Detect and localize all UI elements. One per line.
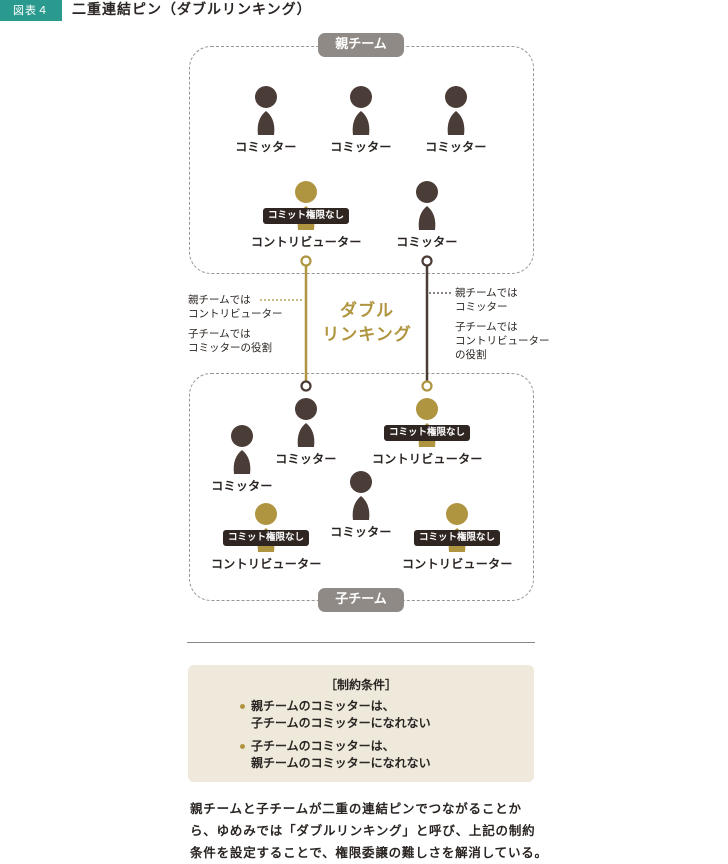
child-member-contributor: コミット権限なし コントリビューター — [402, 503, 512, 572]
child-member-committer: コミッター — [306, 471, 416, 540]
child-team-label: 子チーム — [318, 588, 404, 612]
constraint-line: 子チームのコミッターは、 — [251, 739, 395, 753]
committer-person-icon — [231, 425, 253, 474]
no-commit-permission-badge: コミット権限なし — [413, 530, 501, 546]
caption-line: 条件を設定することで、権限委譲の難しさを解消している。 — [190, 845, 548, 860]
member-role-label: コミッター — [330, 140, 392, 154]
parent-member-committer: コミッター — [306, 86, 416, 155]
committer-person-icon — [445, 86, 467, 135]
no-commit-permission-badge: コミット権限なし — [383, 425, 471, 441]
note-line: 親チームでは — [188, 294, 251, 306]
committer-person-icon — [350, 86, 372, 135]
figure-number-tag: 図表４ — [0, 0, 62, 21]
constraint-item: 親チームのコミッターは、 子チームのコミッターになれない — [240, 698, 431, 732]
no-commit-permission-badge: コミット権限なし — [222, 530, 310, 546]
note-line: 親チームでは — [455, 287, 518, 299]
constraints-panel: ［制約条件］ 親チームのコミッターは、 子チームのコミッターになれない 子チーム… — [188, 665, 534, 782]
constraint-line: 子チームのコミッターになれない — [251, 716, 431, 730]
note-line: コミッター — [455, 301, 508, 313]
member-role-label: コミッター — [330, 525, 392, 539]
note-line: 子チームでは — [455, 321, 518, 333]
note-line: コントリビューター — [455, 335, 550, 347]
parent-member-committer: コミッター — [372, 181, 482, 250]
figure-caption: 親チームと子チームが二重の連結ピンでつながることか ら、ゆめみでは「ダブルリンキ… — [190, 798, 550, 864]
member-role-label: コントリビューター — [402, 557, 513, 571]
note-line: の役割 — [455, 349, 487, 361]
double-linking-line1: ダブル — [340, 301, 394, 321]
constraints-title: ［制約条件］ — [324, 678, 397, 692]
member-role-label: コミッター — [425, 140, 487, 154]
child-member-contributor: コミット権限なし コントリビューター — [372, 398, 482, 467]
constraint-line: 親チームのコミッターは、 — [251, 699, 395, 713]
note-line: コミッターの役割 — [188, 342, 272, 354]
member-role-label: コミッター — [396, 235, 458, 249]
bullet-dot-icon — [240, 704, 245, 709]
double-linking-line2: リンキング — [322, 325, 412, 345]
section-divider — [187, 642, 535, 643]
constraint-line: 親チームのコミッターになれない — [251, 756, 431, 770]
bullet-dot-icon — [240, 744, 245, 749]
committer-person-icon — [416, 181, 438, 230]
member-role-label: コントリビューター — [211, 557, 322, 571]
parent-team-label: 親チーム — [318, 33, 404, 57]
double-linking-label: ダブル リンキング — [307, 299, 427, 347]
constraint-item: 子チームのコミッターは、 親チームのコミッターになれない — [240, 738, 431, 772]
committer-person-icon — [295, 398, 317, 447]
child-member-committer: コミッター — [251, 398, 361, 467]
note-line: コントリビューター — [188, 308, 283, 320]
note-line: 子チームでは — [188, 328, 251, 340]
child-member-contributor: コミット権限なし コントリビューター — [211, 503, 321, 572]
member-role-label: コントリビューター — [251, 235, 362, 249]
member-role-label: コントリビューター — [372, 452, 483, 466]
parent-member-contributor: コミット権限なし コントリビューター — [251, 181, 361, 250]
caption-line: 親チームと子チームが二重の連結ピンでつながることか — [190, 801, 522, 816]
right-role-note: 親チームでは コミッター 子チームでは コントリビューター の役割 — [455, 286, 550, 362]
committer-person-icon — [350, 471, 372, 520]
parent-member-committer: コミッター — [211, 86, 321, 155]
no-commit-permission-badge: コミット権限なし — [262, 208, 350, 224]
child-member-committer: コミッター — [187, 425, 297, 494]
figure-title: 二重連結ピン（ダブルリンキング） — [72, 2, 312, 18]
member-role-label: コミッター — [275, 452, 337, 466]
committer-person-icon — [255, 86, 277, 135]
member-role-label: コミッター — [235, 140, 297, 154]
left-role-note: 親チームでは コントリビューター 子チームでは コミッターの役割 — [188, 293, 283, 355]
member-role-label: コミッター — [211, 479, 273, 493]
caption-line: ら、ゆめみでは「ダブルリンキング」と呼び、上記の制約 — [190, 823, 536, 838]
parent-member-committer: コミッター — [401, 86, 511, 155]
